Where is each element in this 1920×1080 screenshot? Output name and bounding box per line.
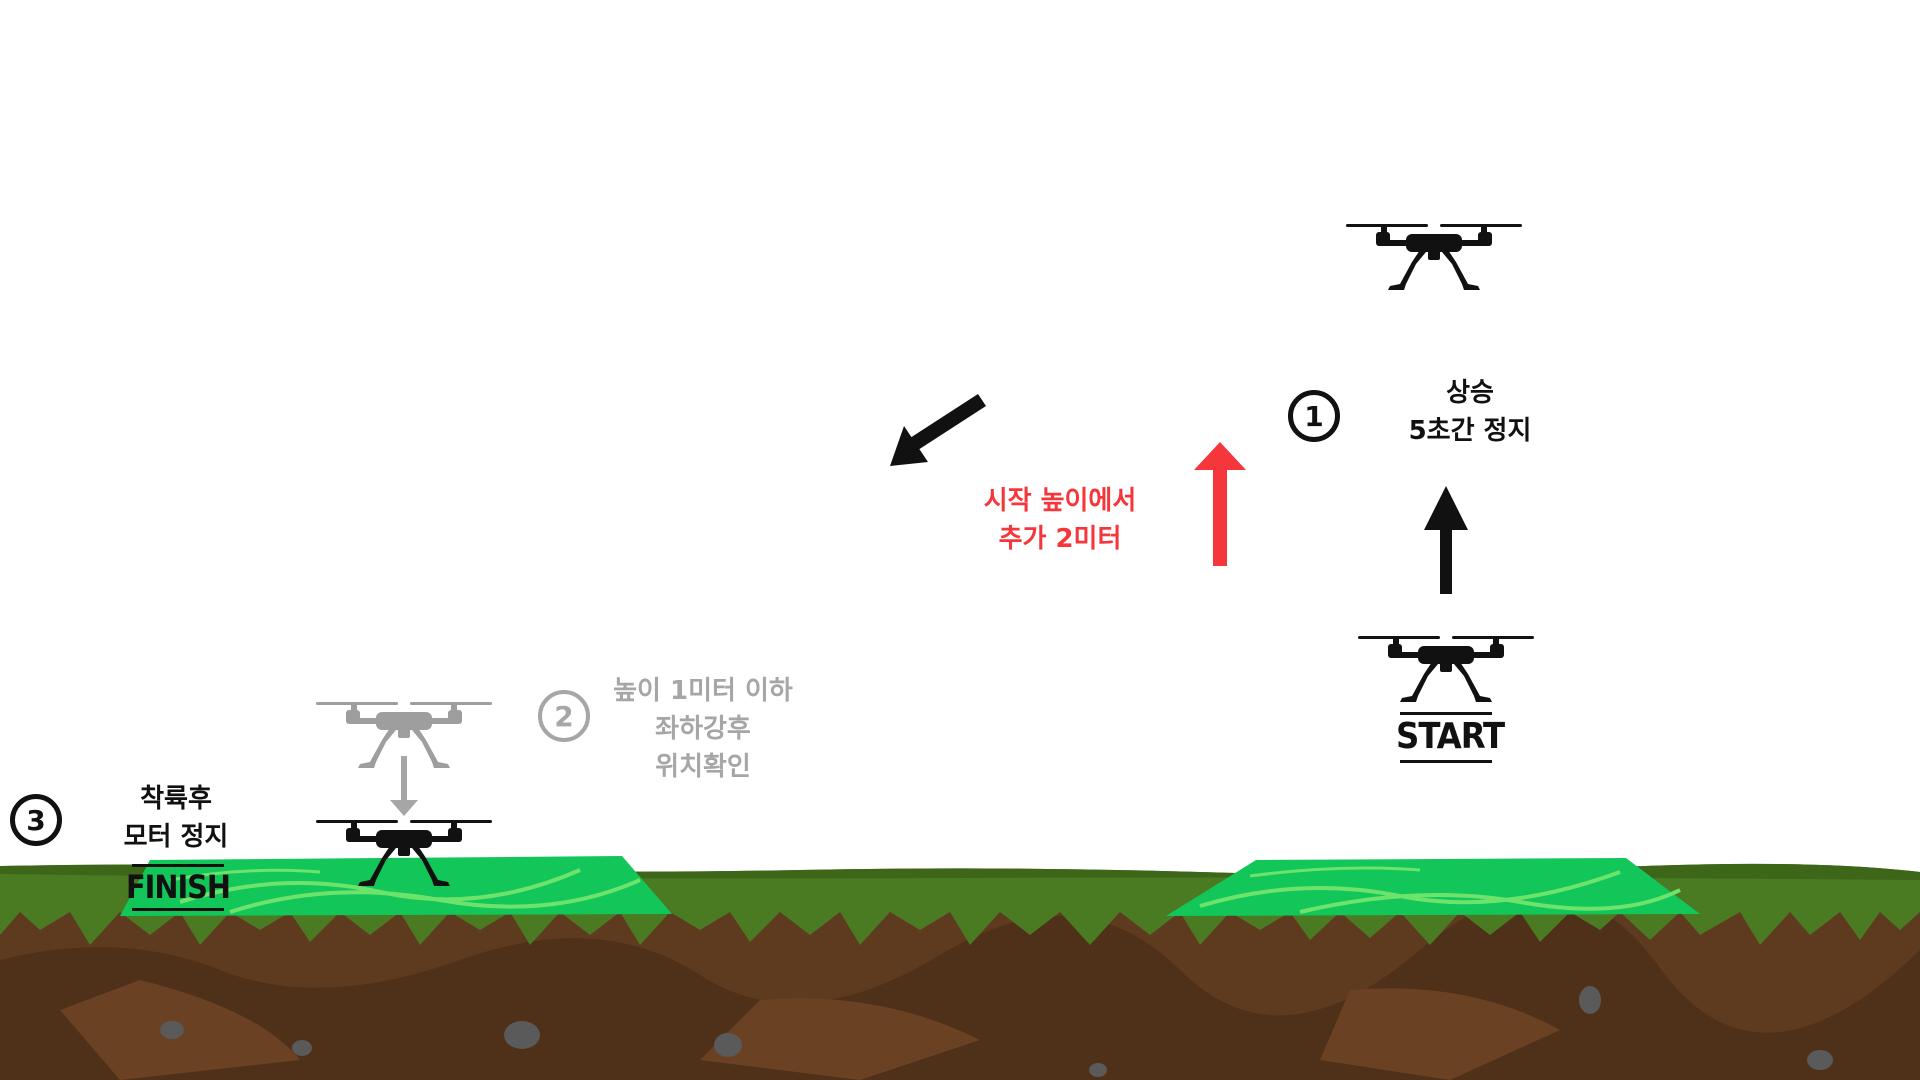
arrow-up-icon <box>1194 442 1246 566</box>
start-label: START <box>1396 716 1505 757</box>
finish-underline-bottom <box>132 908 224 911</box>
pebble <box>160 1021 184 1039</box>
pebble <box>714 1033 742 1057</box>
pebble <box>1579 986 1601 1014</box>
pebble <box>1807 1050 1833 1070</box>
drone-icon <box>1346 224 1522 290</box>
arrow-up-icon <box>1424 486 1468 594</box>
arrow-down-icon <box>390 756 418 816</box>
start-underline-top <box>1400 712 1492 715</box>
start-pad <box>1166 858 1700 916</box>
step-3-number: 3 <box>10 794 62 846</box>
step-2-label: 높이 1미터 이하 좌하강후 위치확인 <box>613 676 793 782</box>
finish-label: FINISH <box>126 868 231 906</box>
step-1-label: 상승 5초간 정지 <box>1408 378 1532 446</box>
pebble <box>292 1040 312 1056</box>
start-underline-bottom <box>1400 760 1492 763</box>
pebble <box>504 1021 540 1049</box>
pebble <box>1089 1063 1107 1077</box>
arrow-down-left-icon <box>890 394 986 466</box>
finish-underline-top <box>132 864 224 867</box>
step-2-number: 2 <box>538 690 590 742</box>
step-3-label: 착륙후 모터 정지 <box>123 784 229 852</box>
ascent-note: 시작 높이에서 추가 2미터 <box>983 486 1137 554</box>
finish-pad <box>120 856 672 916</box>
step-1-number: 1 <box>1288 390 1340 442</box>
drone-icon <box>1358 636 1534 702</box>
